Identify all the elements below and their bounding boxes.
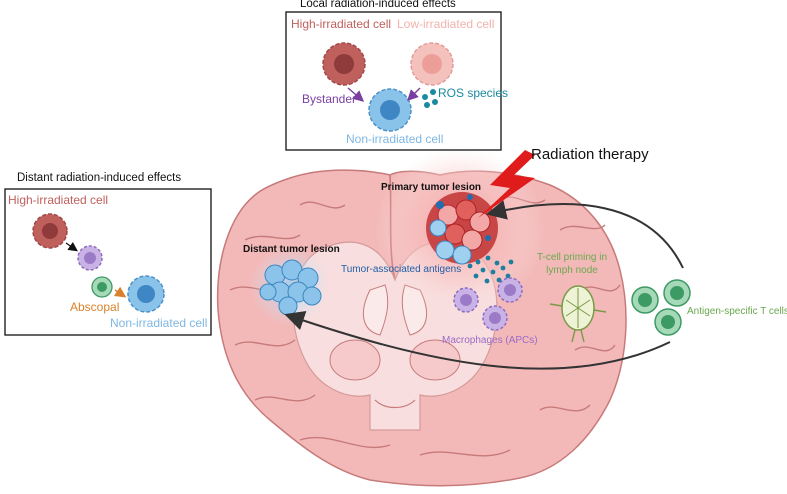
distant-panel-graphics [4, 188, 212, 336]
local-low-irradiated-label: Low-irradiated cell [397, 17, 495, 31]
local-panel-graphics [285, 11, 502, 151]
tcell-priming-label: T-cell priming in lymph node [537, 252, 608, 276]
local-high-irradiated-label: High-irradiated cell [291, 17, 392, 31]
distant-tumor-label: Distant tumor lesion [243, 244, 340, 255]
local-panel-title: Local radiation-induced effects [300, 0, 456, 10]
antigen-dots [467, 255, 514, 284]
arrow-tcells-to-primary [486, 200, 684, 269]
abscopal-label: Abscopal [70, 300, 120, 314]
macrophages-label: Macrophages (APCs) [442, 335, 538, 346]
distant-high-irradiated-label: High-irradiated cell [8, 193, 109, 207]
local-non-irradiated-label: Non-irradiated cell [346, 132, 444, 146]
lymph-node-icon [549, 285, 607, 343]
distant-non-irradiated-label: Non-irradiated cell [110, 316, 208, 330]
primary-tumor-label: Primary tumor lesion [381, 182, 482, 193]
antigen-t-cells-label: Antigen-specific T cells [687, 306, 787, 317]
primary-tumor-cluster [426, 192, 498, 265]
radiation-lightning-icon [478, 150, 535, 218]
bystander-label: Bystander [302, 92, 357, 106]
distant-panel-title: Distant radiation-induced effects [17, 172, 182, 184]
t-cells-cluster [631, 279, 691, 336]
ros-label: ROS species [438, 86, 509, 100]
tumor-antigens-label: Tumor-associated antigens [341, 264, 462, 275]
radiation-therapy-label: Radiation therapy [531, 146, 649, 163]
macrophage-cells [453, 277, 523, 331]
distant-tumor-cluster [259, 259, 322, 316]
arrow-tcells-to-distant [284, 311, 671, 370]
